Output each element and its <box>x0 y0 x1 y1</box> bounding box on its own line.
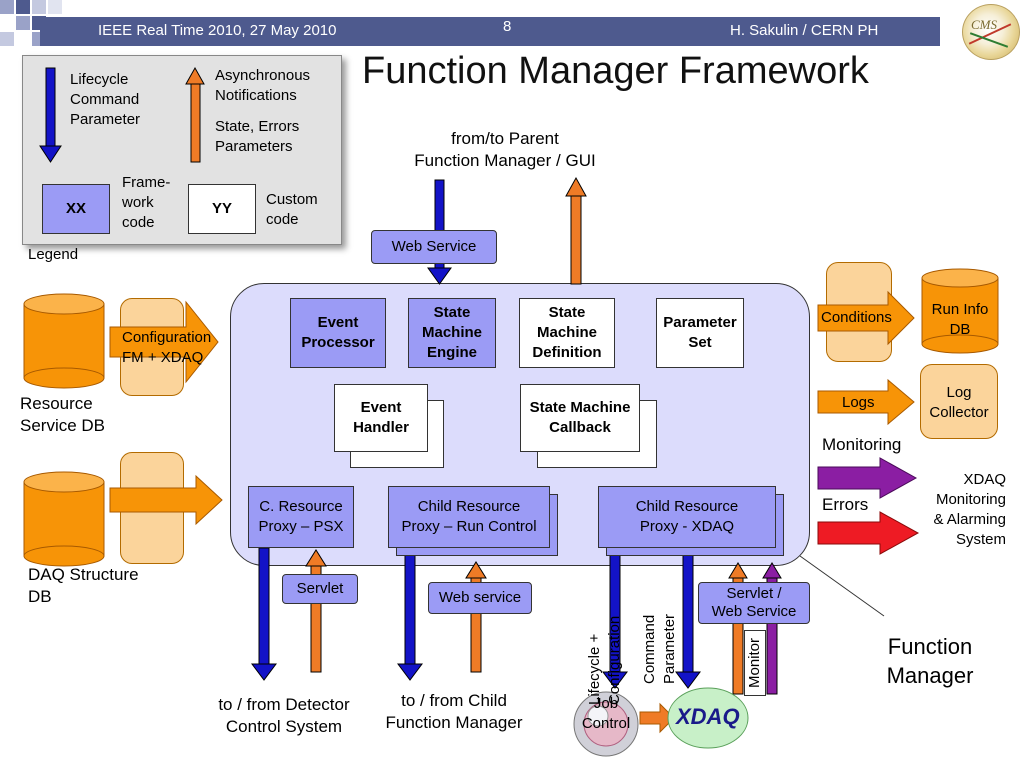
job-control-icon <box>573 691 639 757</box>
xdaq-monitor-up-arrow <box>728 562 748 695</box>
header-bar <box>40 17 940 46</box>
page-number: 8 <box>503 18 512 35</box>
parent-up-arrow <box>565 176 587 285</box>
legend-caption: Legend <box>28 246 79 263</box>
config-arrow <box>109 300 219 384</box>
header-conference: IEEE Real Time 2010, 27 May 2010 <box>98 22 337 39</box>
resource-db-cylinder <box>23 293 105 389</box>
xdaq-lifecycle-down-arrow <box>602 547 628 689</box>
servlet-web-service-box: Servlet /Web Service <box>698 582 810 624</box>
web-service-bottom-box: Web service <box>428 582 532 614</box>
servlet-box: Servlet <box>282 574 358 604</box>
log-collector-box <box>920 364 998 439</box>
legend-down-arrow <box>39 67 62 163</box>
xdaq-purple-up-arrow <box>762 562 782 695</box>
legend-custom-box: YY <box>188 184 256 234</box>
logs-label: Logs <box>842 394 875 411</box>
monitoring-arrow <box>817 457 918 499</box>
web-service-top: Web Service <box>371 230 497 264</box>
logo-text: CMS <box>971 17 997 32</box>
monitoring-label: Monitoring <box>822 435 902 454</box>
psx-up-arrow <box>305 549 327 673</box>
parent-down-arrow <box>427 179 452 285</box>
header-author: H. Sakulin / CERN PH <box>730 22 879 39</box>
psx-down-arrow <box>251 547 277 681</box>
legend-framework-box: XX <box>42 184 110 234</box>
run-info-cylinder <box>921 268 999 354</box>
job-to-xdaq-arrow <box>639 702 675 734</box>
xdaq-logo <box>667 687 749 749</box>
cms-logo: CMS <box>962 4 1020 60</box>
conditions-arrow <box>817 290 915 346</box>
rc-down-arrow <box>397 547 423 681</box>
page-title: Function Manager Framework <box>362 50 869 92</box>
errors-label: Errors <box>822 495 869 514</box>
conditions-label: Conditions <box>821 309 892 326</box>
legend-up-arrow <box>185 66 205 163</box>
errors-arrow <box>817 511 920 555</box>
daq-db-cylinder <box>23 471 105 567</box>
monitor-label: Monitor <box>744 630 766 696</box>
daq-config-arrow <box>109 474 223 526</box>
logs-arrow <box>817 378 915 426</box>
rc-up-arrow <box>465 561 487 673</box>
function-manager-pointer <box>799 555 885 617</box>
xdaq-logo-text: XDAQ <box>676 704 740 729</box>
lifecycle-config-label: Lifecycle +Configuration <box>586 615 623 705</box>
